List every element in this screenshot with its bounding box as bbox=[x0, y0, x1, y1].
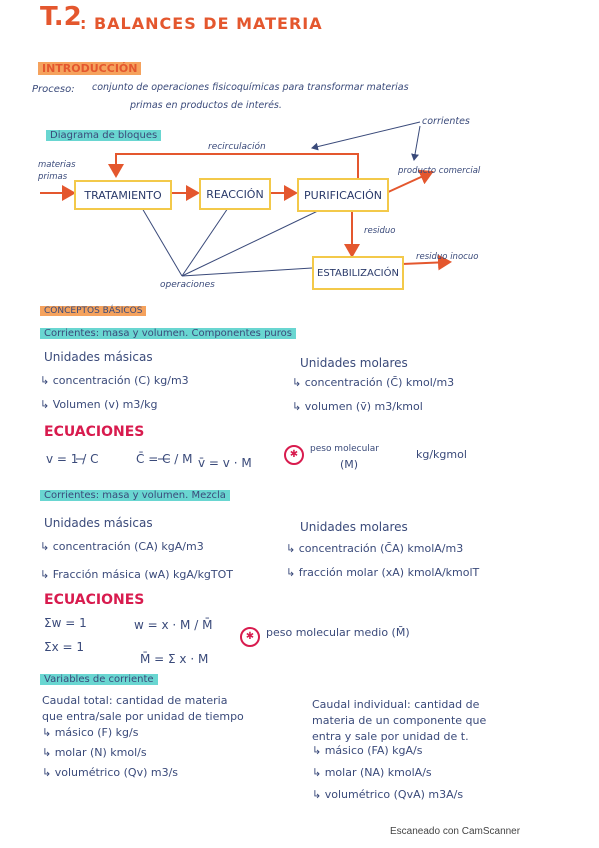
sec2-eq1: Σw = 1 bbox=[44, 616, 87, 630]
sec1-star-icon: ✱ bbox=[284, 442, 304, 465]
sec3-left-5: ↳ volumétrico (Qv) m3/s bbox=[42, 766, 179, 779]
sec1-eq1: v = 1 / C bbox=[46, 452, 99, 466]
operaciones-label: operaciones bbox=[160, 280, 215, 290]
sec3-right-2: materia de un componente que bbox=[312, 714, 487, 727]
sec1-heading: Corrientes: masa y volumen. Componentes … bbox=[40, 328, 296, 339]
sec1-masicas-title: Unidades másicas bbox=[44, 350, 153, 364]
sec3-left-2: que entra/sale por unidad de tiempo bbox=[42, 710, 244, 723]
block-purificacion: PURIFICACIÓN bbox=[297, 178, 389, 212]
sec1-peso-molecular: peso molecular bbox=[310, 444, 379, 454]
sec2-peso-molecular-medio: peso molecular medio (M̄) bbox=[266, 626, 410, 639]
sec1-molares-title: Unidades molares bbox=[300, 356, 408, 370]
sec2-ecuaciones-heading: ECUACIONES bbox=[44, 592, 145, 608]
sec2-masicas-1: ↳ concentración (CA) kgA/m3 bbox=[40, 540, 204, 553]
block-reaccion: REACCIÓN bbox=[199, 178, 271, 210]
sec2-molares-title: Unidades molares bbox=[300, 520, 408, 534]
proceso-line-2: primas en productos de interés. bbox=[130, 100, 282, 111]
conceptos-heading: CONCEPTOS BÁSICOS bbox=[40, 306, 147, 316]
sec1-masicas-2: ↳ Volumen (v) m3/kg bbox=[40, 398, 158, 411]
sec3-right-1: Caudal individual: cantidad de bbox=[312, 698, 480, 711]
sec3-left-4: ↳ molar (N) kmol/s bbox=[42, 746, 147, 759]
sec2-molares-2: ↳ fracción molar (xA) kmolA/kmolT bbox=[286, 566, 480, 579]
sec3-left-3: ↳ másico (F) kg/s bbox=[42, 726, 139, 739]
sec3-right-6: ↳ volumétrico (QvA) m3A/s bbox=[312, 788, 464, 801]
sec2-molares-1: ↳ concentración (C̄A) kmolA/m3 bbox=[286, 542, 464, 555]
proceso-label: Proceso: bbox=[32, 84, 75, 95]
sec1-peso-molecular-unit: kg/kgmol bbox=[416, 448, 467, 461]
page-title: : BALANCES DE MATERIA bbox=[80, 14, 323, 33]
corrientes-label: corrientes bbox=[422, 116, 470, 127]
sec2-star-icon: ✱ bbox=[240, 624, 260, 647]
producto-comercial-label: producto comercial bbox=[398, 166, 481, 176]
sec1-peso-molecular-symbol: (M) bbox=[340, 458, 359, 471]
intro-heading: INTRODUCCIÓN bbox=[38, 62, 142, 75]
materias-primas-label-1: materias bbox=[38, 160, 76, 170]
sec1-eq3: v̄ = v · M bbox=[198, 456, 252, 470]
sec3-left-1: Caudal total: cantidad de materia bbox=[42, 694, 228, 707]
sec1-masicas-1: ↳ concentración (C) kg/m3 bbox=[40, 374, 189, 387]
residuo-inocuo-label: residuo inocuo bbox=[416, 252, 479, 262]
proceso-line-1: conjunto de operaciones fisicoquímicas p… bbox=[92, 82, 409, 93]
sec2-eq4: M̄ = Σ x · M bbox=[140, 652, 209, 666]
sec2-heading: Corrientes: masa y volumen. Mezcla bbox=[40, 490, 230, 501]
block-tratamiento: TRATAMIENTO bbox=[74, 180, 172, 210]
sec2-eq2: Σx = 1 bbox=[44, 640, 85, 654]
sec2-eq3: w = x · M / M̄ bbox=[134, 618, 213, 632]
sec3-right-5: ↳ molar (NA) kmolA/s bbox=[312, 766, 432, 779]
sec2-masicas-title: Unidades másicas bbox=[44, 516, 153, 530]
camscanner-watermark: Escaneado con CamScanner bbox=[390, 826, 521, 837]
diagram-heading: Diagrama de bloques bbox=[46, 130, 162, 141]
residuo-label: residuo bbox=[364, 226, 396, 236]
sec1-molares-2: ↳ volumen (v̄) m3/kmol bbox=[292, 400, 423, 413]
recirculacion-label: recirculación bbox=[208, 142, 266, 152]
sec3-heading: Variables de corriente bbox=[40, 674, 158, 685]
chapter-number: T.2 bbox=[40, 2, 82, 32]
materias-primas-label-2: primas bbox=[38, 172, 68, 182]
sec2-masicas-2: ↳ Fracción másica (wA) kgA/kgTOT bbox=[40, 568, 234, 581]
sec3-right-4: ↳ másico (FA) kgA/s bbox=[312, 744, 423, 757]
sec1-ecuaciones-heading: ECUACIONES bbox=[44, 424, 145, 440]
sec3-right-3: entra y sale por unidad de t. bbox=[312, 730, 469, 743]
block-estabilizacion: ESTABILIZACIÓN bbox=[312, 256, 404, 290]
sec1-molares-1: ↳ concentración (C̄) kmol/m3 bbox=[292, 376, 455, 389]
sec1-eq2: C̄ = C / M bbox=[136, 452, 193, 466]
